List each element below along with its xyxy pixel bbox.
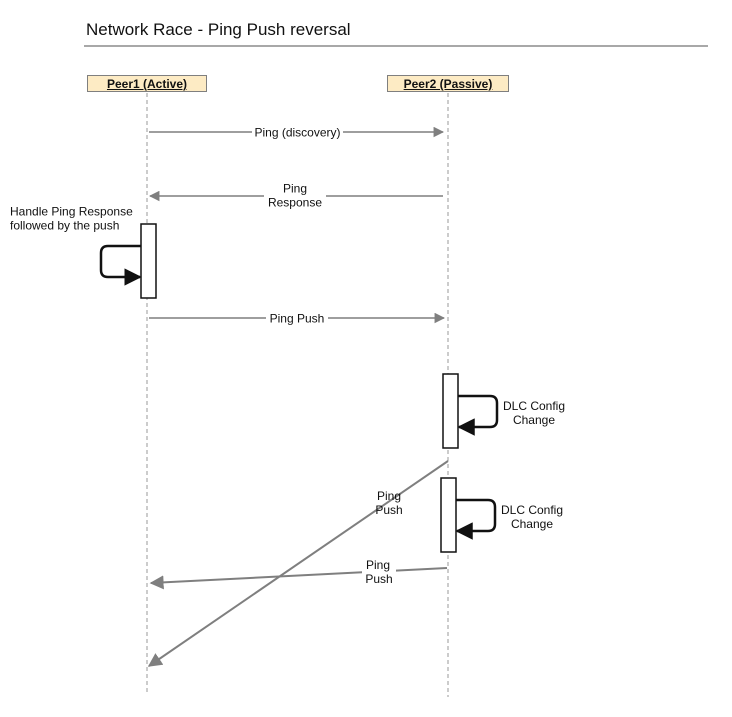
ping-response-label-line1: Ping [283, 182, 307, 196]
dlc-config-change-note-2-line2: Change [511, 517, 553, 531]
diagram-title: Network Race - Ping Push reversal [86, 20, 351, 39]
dlc-config-change-arrow-1[interactable] [457, 394, 499, 436]
handle-ping-response-note-line1: Handle Ping Response [10, 205, 133, 219]
dlc-config-change-note-1-line1: DLC Config [503, 399, 565, 413]
peer2-activation-bar-1[interactable] [442, 373, 459, 449]
ping-push-early-label-line1: Ping [366, 558, 390, 572]
peer2-lifeline-head[interactable]: Peer2 (Passive) [387, 75, 509, 92]
peer1-lifeline-head[interactable]: Peer1 (Active) [87, 75, 207, 92]
ping-push-label: Ping Push [270, 312, 325, 326]
peer2-activation-bar-2[interactable] [440, 477, 457, 553]
title-rule [84, 45, 708, 47]
ping-push-early-arrow[interactable] [149, 567, 448, 590]
dlc-config-change-note-2-line1: DLC Config [501, 503, 563, 517]
ping-push-late-label-line2: Push [375, 503, 402, 517]
dlc-config-change-arrow-2[interactable] [455, 498, 497, 540]
dlc-config-change-note-1-line2: Change [513, 413, 555, 427]
ping-push-late-arrow[interactable] [147, 460, 449, 667]
handle-ping-response-note-line2: followed by the push [10, 219, 119, 233]
ping-discovery-label: Ping (discovery) [254, 126, 340, 140]
peer1-self-arrow[interactable] [99, 244, 142, 286]
ping-response-label-line2: Response [268, 196, 322, 210]
ping-push-late-label-line1: Ping [377, 489, 401, 503]
ping-push-early-label-line2: Push [365, 572, 392, 586]
peer1-activation-bar[interactable] [140, 223, 157, 299]
